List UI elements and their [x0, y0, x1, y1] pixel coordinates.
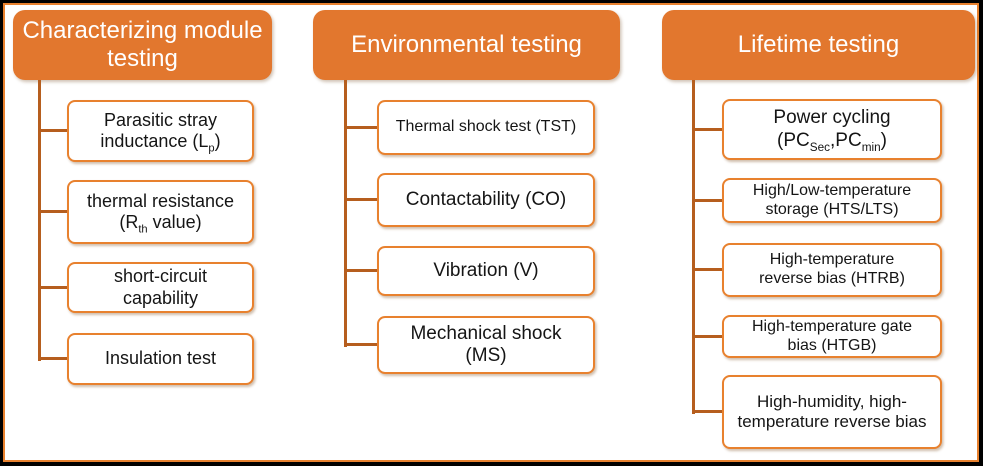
box-thermal-shock-test: Thermal shock test (TST) — [377, 100, 595, 155]
box-high-humidity-high-temperature-reverse-bias: High-humidity, high-temperature reverse … — [722, 375, 942, 449]
connector-trunk-col1 — [38, 80, 41, 361]
connector-branch — [38, 210, 67, 213]
header-environmental-testing: Environmental testing — [313, 10, 620, 80]
header-characterizing-module-testing: Characterizing module testing — [13, 10, 272, 80]
box-power-cycling: Power cycling(PCSec,PCmin) — [722, 99, 942, 160]
box-insulation-test: Insulation test — [67, 333, 254, 385]
header-lifetime-testing: Lifetime testing — [662, 10, 975, 80]
connector-branch — [692, 335, 722, 338]
connector-branch — [344, 198, 377, 201]
connector-branch — [692, 199, 722, 202]
connector-branch — [38, 286, 67, 289]
connector-branch — [344, 269, 377, 272]
connector-trunk-col3 — [692, 80, 695, 414]
box-mechanical-shock: Mechanical shock(MS) — [377, 316, 595, 374]
connector-branch — [344, 343, 377, 346]
box-short-circuit-capability: short-circuit capability — [67, 262, 254, 313]
box-vibration: Vibration (V) — [377, 246, 595, 296]
connector-trunk-col2 — [344, 80, 347, 347]
connector-branch — [692, 268, 722, 271]
box-contactability: Contactability (CO) — [377, 173, 595, 227]
connector-branch — [344, 126, 377, 129]
connector-branch — [692, 410, 722, 413]
box-parasitic-stray-inductance: Parasitic stray inductance (Lp) — [67, 100, 254, 162]
connector-branch — [38, 357, 67, 360]
connector-branch — [692, 128, 722, 131]
connector-branch — [38, 129, 67, 132]
box-thermal-resistance: thermal resistance (Rth value) — [67, 180, 254, 244]
